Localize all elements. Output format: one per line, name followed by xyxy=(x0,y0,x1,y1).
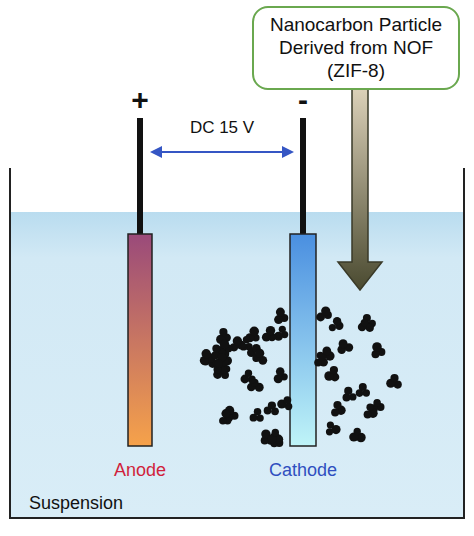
cathode-wire xyxy=(300,118,306,236)
callout-box: Nanocarbon Particle Derived from NOF (ZI… xyxy=(252,6,460,90)
beaker xyxy=(10,168,464,518)
voltage-label: DC 15 V xyxy=(190,118,254,138)
polarity-plus: + xyxy=(131,83,149,117)
voltage-arrow xyxy=(150,146,294,158)
anode-wire xyxy=(137,118,143,236)
callout-arrow xyxy=(338,72,382,290)
cathode-label: Cathode xyxy=(269,460,337,481)
nanocarbon-particles xyxy=(200,307,402,448)
suspension-label: Suspension xyxy=(29,493,123,514)
suspension-liquid xyxy=(10,212,464,518)
anode-label: Anode xyxy=(114,460,166,481)
anode-electrode xyxy=(128,234,152,446)
callout-text: Nanocarbon Particle Derived from NOF (ZI… xyxy=(266,14,446,82)
cathode-electrode xyxy=(290,234,316,446)
polarity-minus: - xyxy=(298,83,308,117)
